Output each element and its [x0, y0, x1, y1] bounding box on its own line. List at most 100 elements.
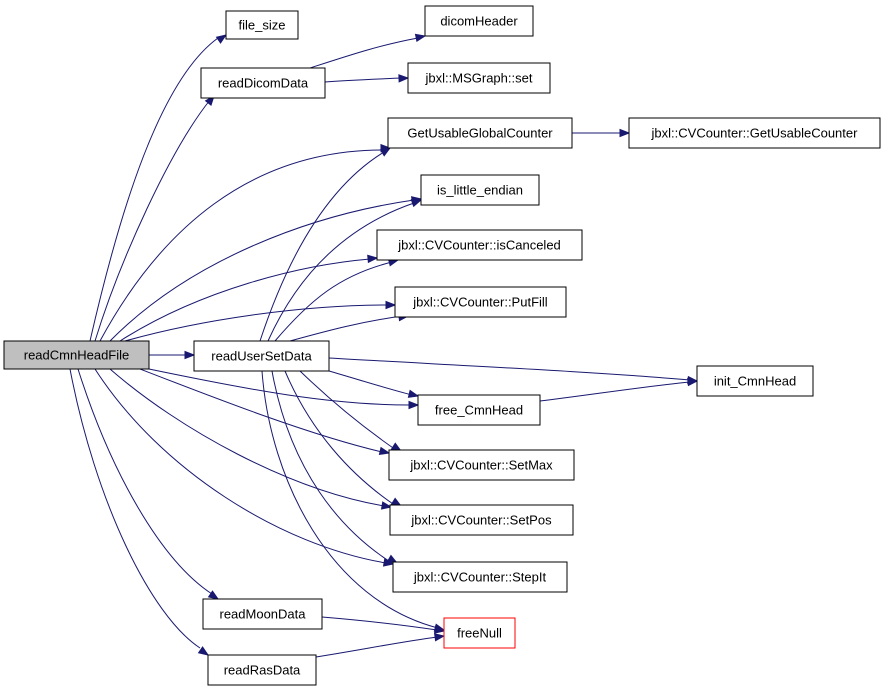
- node-box[interactable]: [424, 5, 534, 37]
- edge-readRasData-to-freeNull: [315, 636, 438, 658]
- arrowhead-cv_GetUsableCounter: [619, 128, 631, 138]
- arrowhead-msgraph_set: [398, 74, 410, 83]
- arrowhead-is_little_endian: [410, 199, 423, 208]
- edge-readCmnHeadFile-to-free_CmnHead: [148, 368, 411, 406]
- arrowhead-free_CmnHead: [408, 400, 420, 410]
- node-readMoonData[interactable]: readMoonData: [202, 598, 323, 630]
- edge-readCmnHeadFile-to-cv_SetMax: [139, 368, 383, 453]
- node-label: init_CmnHead: [714, 374, 796, 389]
- arrowhead-cv_isCanceled: [367, 254, 379, 264]
- node-box[interactable]: [696, 365, 814, 397]
- node-label: readDicomData: [218, 76, 309, 91]
- node-cv_GetUsableCounter[interactable]: jbxl::CVCounter::GetUsableCounter: [628, 117, 881, 149]
- node-label: readUserSetData: [211, 349, 312, 364]
- edge-readUserSetData-to-cv_PutFill: [289, 315, 403, 342]
- node-label: readMoonData: [220, 607, 307, 622]
- edges-layer: [69, 33, 699, 658]
- arrowhead-cv_SetPos: [380, 501, 393, 510]
- node-cv_PutFill[interactable]: jbxl::CVCounter::PutFill: [394, 286, 567, 318]
- node-label: jbxl::CVCounter::isCanceled: [397, 238, 561, 253]
- node-box[interactable]: [394, 286, 567, 318]
- node-label: GetUsableGlobalCounter: [407, 126, 553, 141]
- edge-readUserSetData-to-cv_SetMax: [299, 370, 397, 451]
- node-box[interactable]: [389, 504, 574, 536]
- node-label: is_little_endian: [437, 183, 523, 198]
- edge-readUserSetData-to-free_CmnHead: [328, 370, 413, 396]
- edge-readUserSetData-to-init_CmnHead: [328, 357, 691, 381]
- node-cv_SetPos[interactable]: jbxl::CVCounter::SetPos: [389, 504, 574, 536]
- arrowhead-GetUsableGlobalCounter: [379, 147, 392, 157]
- node-box[interactable]: [388, 449, 575, 481]
- node-readRasData[interactable]: readRasData: [207, 654, 317, 686]
- node-box[interactable]: [443, 617, 516, 649]
- node-box[interactable]: [628, 117, 881, 149]
- arrowhead-file_size: [215, 34, 228, 44]
- node-box[interactable]: [407, 62, 551, 94]
- node-box[interactable]: [376, 229, 583, 261]
- arrowhead-cv_StepIt: [386, 554, 399, 564]
- node-label: freeNull: [457, 626, 502, 641]
- node-box[interactable]: [3, 340, 150, 370]
- node-readCmnHeadFile[interactable]: readCmnHeadFile: [3, 340, 150, 370]
- arrowhead-init_CmnHead: [687, 377, 699, 387]
- node-readDicomData[interactable]: readDicomData: [200, 67, 326, 99]
- node-label: jbxl::CVCounter::StepIt: [413, 570, 547, 585]
- edge-readUserSetData-to-cv_StepIt: [271, 370, 393, 564]
- edge-readCmnHeadFile-to-is_little_endian: [109, 199, 415, 342]
- node-msgraph_set[interactable]: jbxl::MSGraph::set: [407, 62, 551, 94]
- edge-readUserSetData-to-GetUsableGlobalCounter: [259, 151, 385, 342]
- node-file_size[interactable]: file_size: [225, 10, 299, 40]
- node-label: dicomHeader: [440, 14, 518, 29]
- arrowhead-cv_PutFill: [385, 300, 397, 310]
- node-box[interactable]: [207, 654, 317, 686]
- node-label: jbxl::CVCounter::SetMax: [409, 458, 553, 473]
- arrowhead-cv_SetMax: [378, 446, 391, 456]
- node-box[interactable]: [193, 340, 330, 372]
- node-label: file_size: [239, 18, 286, 33]
- node-cv_StepIt[interactable]: jbxl::CVCounter::StepIt: [392, 561, 568, 593]
- node-dicomHeader[interactable]: dicomHeader: [424, 5, 534, 37]
- node-box[interactable]: [387, 117, 573, 149]
- edge-readCmnHeadFile-to-readMoonData: [77, 368, 213, 595]
- node-box[interactable]: [417, 394, 541, 426]
- node-box[interactable]: [200, 67, 326, 99]
- nodes-layer: readCmnHeadFile file_size readDicomData dic…: [3, 5, 881, 686]
- node-readUserSetData[interactable]: readUserSetData: [193, 340, 330, 372]
- edge-readUserSetData-to-cv_SetPos: [284, 370, 397, 507]
- node-box[interactable]: [420, 174, 540, 206]
- node-label: jbxl::MSGraph::set: [425, 71, 533, 86]
- node-init_CmnHead[interactable]: init_CmnHead: [696, 365, 814, 397]
- node-freeNull[interactable]: freeNull: [443, 617, 516, 649]
- node-label: readRasData: [224, 663, 301, 678]
- edge-readDicomData-to-msgraph_set: [324, 77, 402, 83]
- edge-readCmnHeadFile-to-cv_PutFill: [124, 304, 389, 342]
- node-box[interactable]: [202, 598, 323, 630]
- arrowhead-readMoonData: [207, 590, 220, 600]
- node-box[interactable]: [392, 561, 568, 593]
- arrowhead-readUserSetData: [184, 350, 196, 360]
- node-label: jbxl::CVCounter::SetPos: [410, 513, 552, 528]
- node-label: jbxl::CVCounter::GetUsableCounter: [651, 126, 859, 141]
- edge-readUserSetData-to-cv_isCanceled: [274, 261, 393, 342]
- arrowhead-free_CmnHead: [407, 389, 420, 398]
- edge-readCmnHeadFile-to-readDicomData: [94, 99, 211, 342]
- edge-readMoonData-to-freeNull: [321, 616, 438, 631]
- arrowhead-freeNull: [434, 633, 446, 642]
- edge-readUserSetData-to-freeNull: [261, 370, 439, 629]
- node-free_CmnHead[interactable]: free_CmnHead: [417, 394, 541, 426]
- edge-readCmnHeadFile-to-cv_StepIt: [94, 368, 387, 564]
- node-cv_isCanceled[interactable]: jbxl::CVCounter::isCanceled: [376, 229, 583, 261]
- edge-readCmnHeadFile-to-cv_SetPos: [109, 368, 385, 507]
- node-box[interactable]: [225, 10, 299, 40]
- edge-readCmnHeadFile-to-readRasData: [69, 368, 201, 649]
- node-label: readCmnHeadFile: [24, 348, 130, 363]
- node-label: free_CmnHead: [435, 403, 523, 418]
- edge-readCmnHeadFile-to-file_size: [89, 37, 219, 342]
- edge-readCmnHeadFile-to-cv_isCanceled: [119, 258, 371, 342]
- node-is_little_endian[interactable]: is_little_endian: [420, 174, 540, 206]
- edge-free_CmnHead-to-init_CmnHead: [539, 381, 691, 402]
- node-cv_SetMax[interactable]: jbxl::CVCounter::SetMax: [388, 449, 575, 481]
- arrowhead-freeNull: [433, 625, 446, 634]
- node-GetUsableGlobalCounter[interactable]: GetUsableGlobalCounter: [387, 117, 573, 149]
